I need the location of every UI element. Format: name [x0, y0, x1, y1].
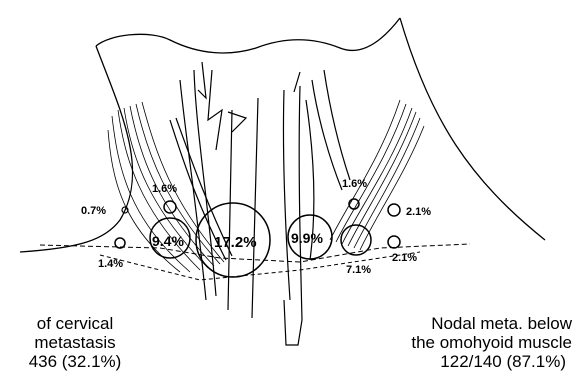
- left-caption: of cervical metastasis 436 (32.1%): [0, 314, 175, 371]
- right-caption-line3: 122/140 (87.1%): [411, 352, 572, 371]
- right-caption: Nodal meta. below the omohyoid muscle 12…: [411, 314, 572, 371]
- label-left-level4: 17.2%: [214, 234, 257, 251]
- label-right-level2: 1.6%: [342, 178, 367, 190]
- label-left-level2: 1.6%: [152, 183, 177, 195]
- label-left-lower: 1.4%: [98, 258, 123, 270]
- left-caption-line2: metastasis: [0, 333, 175, 352]
- node-left-level2: [164, 201, 176, 213]
- label-right-lower: 2.1%: [392, 252, 417, 264]
- label-right-lateral: 2.1%: [406, 206, 431, 218]
- label-right-level3: 9.9%: [291, 230, 323, 246]
- right-caption-line1: Nodal meta. below: [411, 314, 572, 333]
- right-scm-muscle: [330, 100, 424, 250]
- chin-outline: [96, 18, 400, 53]
- label-right-level4: 7.1%: [346, 264, 371, 276]
- left-caption-line3: 436 (32.1%): [0, 352, 175, 371]
- right-caption-line2: the omohyoid muscle: [411, 333, 572, 352]
- label-left-lateral: 0.7%: [81, 205, 106, 217]
- left-caption-line1: of cervical: [0, 314, 175, 333]
- head-outline: [20, 46, 133, 252]
- node-right-lower: [388, 236, 400, 248]
- node-right-lateral: [388, 204, 400, 216]
- node-right-level4: [341, 225, 371, 255]
- label-left-level3: 9.4%: [152, 233, 184, 249]
